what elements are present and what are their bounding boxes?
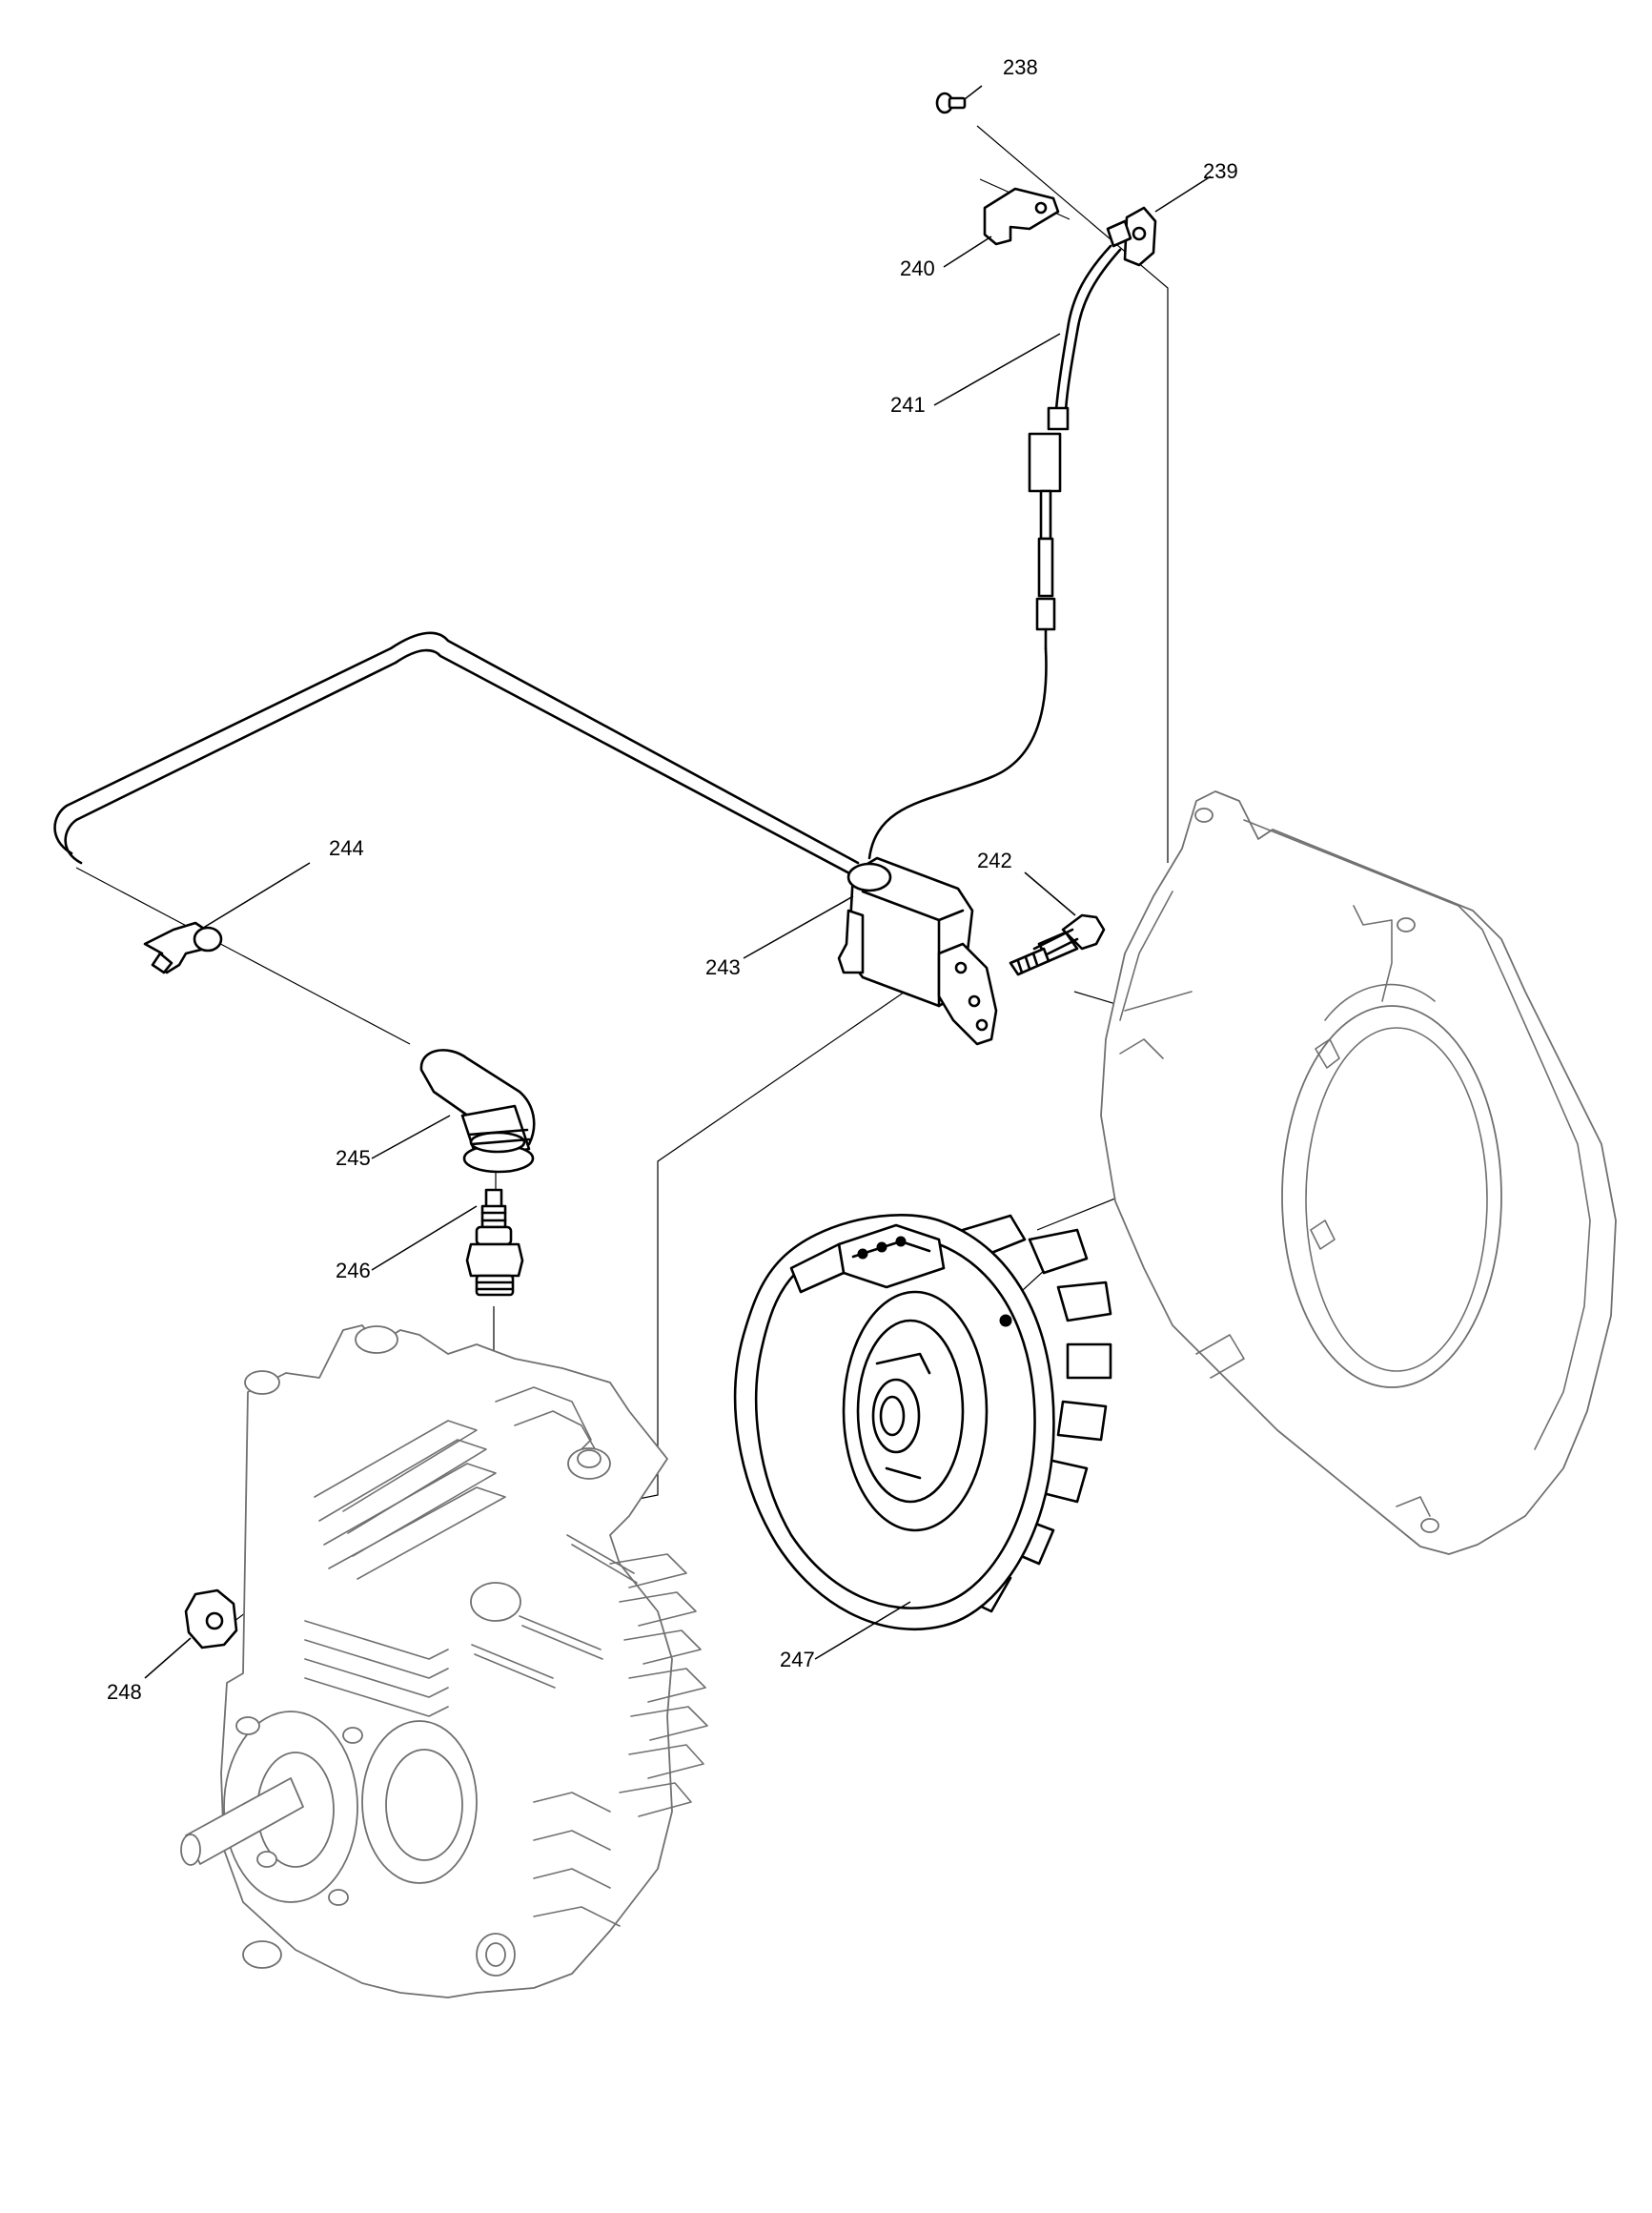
part-243-ignition-coil [837, 856, 998, 1046]
leader-lines [144, 85, 1212, 1679]
part-240-wire-clamp [983, 187, 1060, 246]
part-248-grommet [184, 1588, 238, 1650]
callout-248: 248 [107, 1680, 142, 1704]
callout-247: 247 [780, 1648, 815, 1671]
callout-239: 239 [1203, 159, 1238, 183]
part-244-high-tension-lead [53, 631, 860, 974]
callout-246: 246 [336, 1259, 371, 1282]
callout-242: 242 [977, 849, 1012, 872]
part-242-bolt [1009, 913, 1106, 976]
engine-crankcase [180, 1324, 708, 1998]
engine-fan-housing [1100, 790, 1617, 1555]
part-241-stop-wire [867, 244, 1122, 860]
callout-245: 245 [336, 1146, 371, 1170]
part-246-spark-plug [465, 1188, 524, 1297]
part-239-terminal [1106, 206, 1157, 267]
callout-243: 243 [705, 955, 741, 979]
part-245-plug-cap [419, 1049, 536, 1174]
callout-244: 244 [329, 836, 364, 860]
part-247-flywheel [733, 1214, 1112, 1630]
part-238-screw [935, 92, 967, 114]
callout-238: 238 [1003, 55, 1038, 79]
callout-241: 241 [890, 393, 926, 417]
callout-240: 240 [900, 256, 935, 280]
callout-labels: 238 239 240 241 242 243 244 245 246 247 … [107, 55, 1238, 1704]
